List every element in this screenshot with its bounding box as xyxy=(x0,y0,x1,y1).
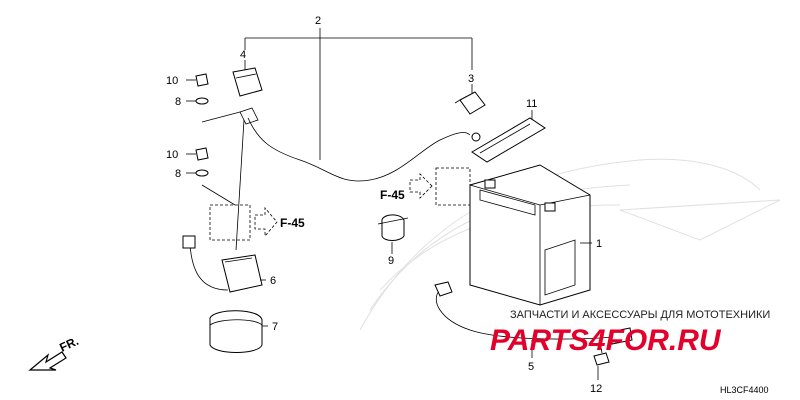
leader-2 xyxy=(244,28,473,160)
callout-11: 11 xyxy=(526,98,537,110)
callout-7: 7 xyxy=(272,321,278,333)
svg-text:F-45: F-45 xyxy=(380,188,405,202)
callout-8-upper: 8 xyxy=(175,96,181,108)
diagram-code: HL3CF4400 xyxy=(720,385,769,395)
nut-lower-part xyxy=(195,147,209,161)
ref-f45-right: F-45 xyxy=(380,167,471,206)
svg-text:F-45: F-45 xyxy=(280,216,305,230)
direction-label: FR. xyxy=(57,334,80,355)
leader-8b-bracket xyxy=(201,184,236,206)
callout-10-lower: 10 xyxy=(166,149,178,161)
callout-5: 5 xyxy=(528,361,534,373)
front-direction-arrow-icon: FR. xyxy=(28,334,81,371)
callout-1: 1 xyxy=(596,238,602,250)
washer-upper-part xyxy=(195,97,209,105)
callout-4: 4 xyxy=(240,49,246,61)
battery-cable-part xyxy=(239,107,481,182)
stud-line xyxy=(235,119,245,251)
callout-3: 3 xyxy=(468,73,474,85)
battery-band-part xyxy=(471,117,546,163)
clip-part xyxy=(377,214,409,241)
leader-8a-bracket xyxy=(201,111,241,123)
callout-12: 12 xyxy=(590,383,602,395)
nut-upper-part xyxy=(195,73,209,87)
ref-f45-left: F-45 xyxy=(209,204,305,241)
negative-cable-part xyxy=(434,281,633,345)
callout-9: 9 xyxy=(388,255,394,267)
watermark-caption: ЗАПЧАСТИ И АКСЕССУАРЫ ДЛЯ МОТОТЕХНИКИ xyxy=(510,309,770,321)
watermark-logo: PARTS4FOR.RU xyxy=(490,324,722,357)
battery-part xyxy=(469,164,591,306)
cable-cover-part xyxy=(232,67,263,97)
bolt-part xyxy=(593,341,610,366)
terminal-cover-part xyxy=(454,91,486,115)
callout-6: 6 xyxy=(270,275,276,287)
relay-cover-part xyxy=(209,310,263,353)
callout-8-lower: 8 xyxy=(175,168,181,180)
starter-relay-part xyxy=(182,235,263,293)
watermark: ЗАПЧАСТИ И АКСЕССУАРЫ ДЛЯ МОТОТЕХНИКИ PA… xyxy=(490,309,770,357)
callout-10-upper: 10 xyxy=(166,75,178,87)
washer-lower-part xyxy=(195,169,209,177)
callout-2: 2 xyxy=(315,15,321,27)
